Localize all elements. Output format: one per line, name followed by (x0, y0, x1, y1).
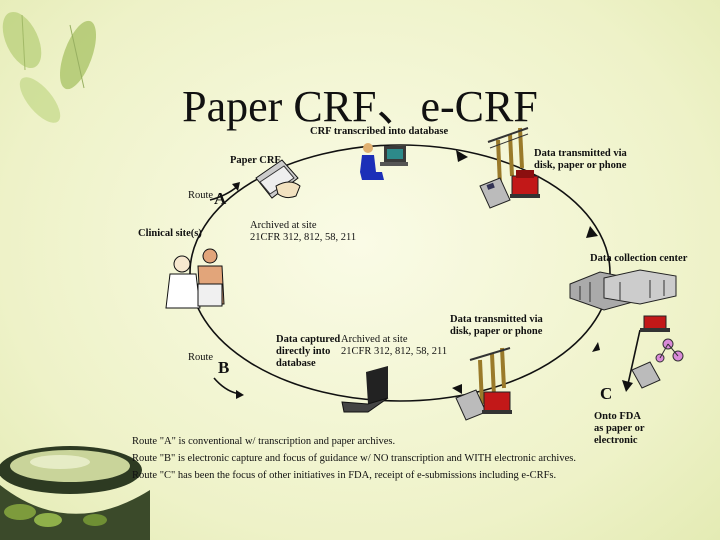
workflow-cycle (189, 144, 611, 402)
route-c-letter: C (600, 384, 613, 403)
label-route-b: Route (188, 352, 214, 363)
note-route-a: Route "A" is conventional w/ transcripti… (132, 436, 396, 447)
cycle-arrow-bottom-right (592, 342, 600, 352)
route-c-arrow (627, 329, 641, 385)
label-paper-crf: Paper CRF (230, 155, 281, 166)
doctor-patient-icon (165, 248, 225, 309)
route-b-letter: B (218, 358, 230, 377)
fax-icon (640, 315, 670, 332)
note-route-b: Route "B" is electronic capture and focu… (132, 453, 576, 464)
label-onto-fda: Onto FDA as paper or electronic (594, 411, 645, 446)
cycle-arrow-right (586, 226, 598, 238)
note-route-c: Route "C" has been the focus of other in… (132, 470, 557, 481)
molecule-icon (655, 338, 684, 363)
floppy-disk-icon (631, 361, 661, 389)
cycle-arrow-top (456, 150, 468, 162)
label-data-transmitted-bottom: Data transmitted via disk, paper or phon… (450, 314, 543, 337)
fax-icon (482, 391, 512, 414)
fax-icon (510, 170, 540, 198)
telephone-pole-icon (469, 347, 511, 405)
slide-title: Paper CRF、e-CRF (182, 82, 538, 131)
label-crf-transcribed: CRF transcribed into database (310, 126, 449, 137)
computer-user-icon (360, 143, 408, 180)
paper-crf-icon (255, 159, 301, 199)
cycle-arrow-bottom (452, 384, 462, 394)
label-archived-site-b: Archived at site 21CFR 312, 812, 58, 211 (341, 334, 448, 357)
building-icon (569, 269, 677, 311)
label-data-transmitted-top: Data transmitted via disk, paper or phon… (534, 148, 627, 171)
floppy-disk-icon (479, 177, 511, 209)
label-data-collection-center: Data collection center (590, 253, 688, 264)
leaf-icon (2, 11, 97, 123)
route-a-letter: A (214, 189, 227, 208)
label-route-a: Route (188, 190, 214, 201)
telephone-pole-icon (487, 127, 529, 186)
label-archived-site-a: Archived at site 21CFR 312, 812, 58, 211 (250, 220, 357, 243)
label-data-captured: Data captured directly into database (276, 334, 341, 369)
label-clinical-site: Clinical site(s) (138, 228, 202, 239)
laptop-icon (341, 366, 389, 413)
tea-bowl-icon (0, 446, 150, 540)
